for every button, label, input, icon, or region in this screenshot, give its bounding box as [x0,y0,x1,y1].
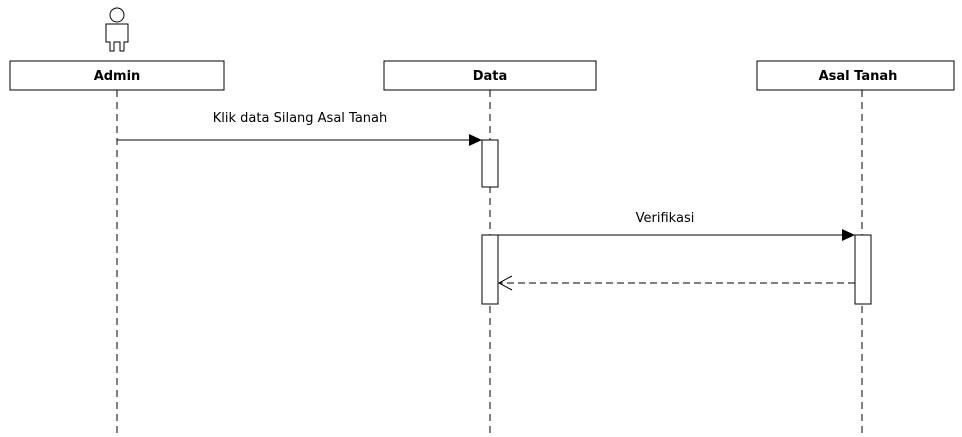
actor-icon [105,7,129,52]
filled-arrowhead-icon [469,134,482,146]
message-klik-data: Klik data Silang Asal Tanah [117,111,482,146]
activation-asal-tanah [854,234,872,305]
filled-arrowhead-icon [842,229,855,241]
message-return [497,275,855,291]
participant-asal-tanah-label: Asal Tanah [819,69,898,84]
message-verifikasi-label: Verifikasi [636,211,695,226]
activation-data-2 [481,234,499,305]
message-verifikasi: Verifikasi [498,211,855,241]
participant-admin: Admin [9,60,225,91]
participant-asal-tanah: Asal Tanah [756,60,955,91]
open-arrowhead-icon [497,275,513,291]
participant-admin-label: Admin [94,69,141,84]
participant-data: Data [383,60,597,91]
activation-data-1 [481,139,499,188]
message-klik-data-label: Klik data Silang Asal Tanah [213,111,387,126]
participant-data-label: Data [473,69,508,84]
